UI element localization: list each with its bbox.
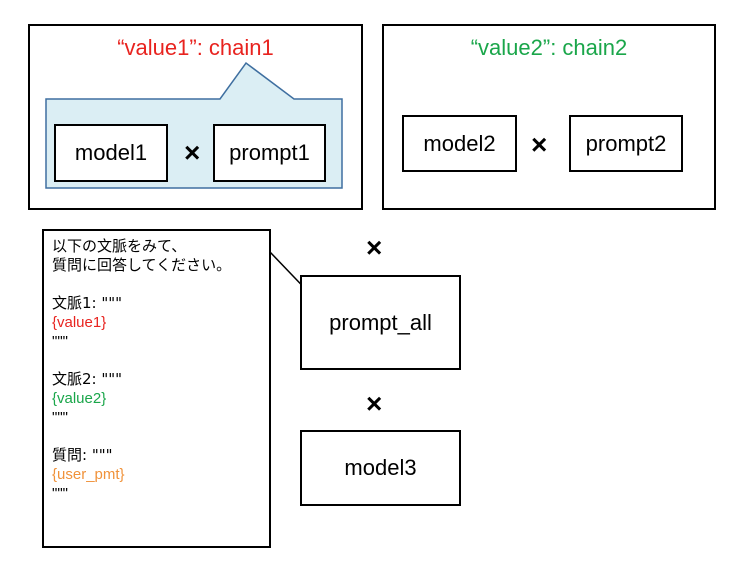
chain1-title: “value1”: chain1 — [117, 35, 274, 60]
question-variable: {user_pmt} — [52, 466, 125, 483]
context2-variable: {value2} — [52, 390, 107, 407]
model3-box: model3 — [300, 430, 461, 506]
prompt1-box: prompt1 — [213, 124, 326, 182]
chain2-title: “value2”: chain2 — [470, 35, 628, 60]
context1-variable: {value1} — [52, 314, 107, 331]
chain2-times-symbol: × — [531, 129, 548, 160]
question-label: 質問: """ — [52, 446, 113, 464]
context2-label: 文脈2: """ — [52, 370, 123, 388]
model2-box: model2 — [402, 115, 517, 172]
prompt-all-box: prompt_all — [300, 275, 461, 370]
prompt2-box: prompt2 — [569, 115, 683, 172]
template-line-2: 質問に回答してください。 — [52, 256, 232, 274]
top-times-symbol: × — [366, 232, 383, 263]
question-close: """ — [52, 485, 68, 502]
middle-times-symbol: × — [366, 388, 383, 419]
prompt-template-note: 以下の文脈をみて、 質問に回答してください。 文脈1: """ {value1}… — [42, 229, 271, 548]
context2-close: """ — [52, 409, 68, 426]
context1-label: 文脈1: """ — [52, 294, 123, 312]
context1-close: """ — [52, 333, 68, 350]
chain1-times-symbol: × — [184, 137, 201, 168]
model1-box: model1 — [54, 124, 168, 182]
template-line-1: 以下の文脈をみて、 — [52, 237, 187, 255]
